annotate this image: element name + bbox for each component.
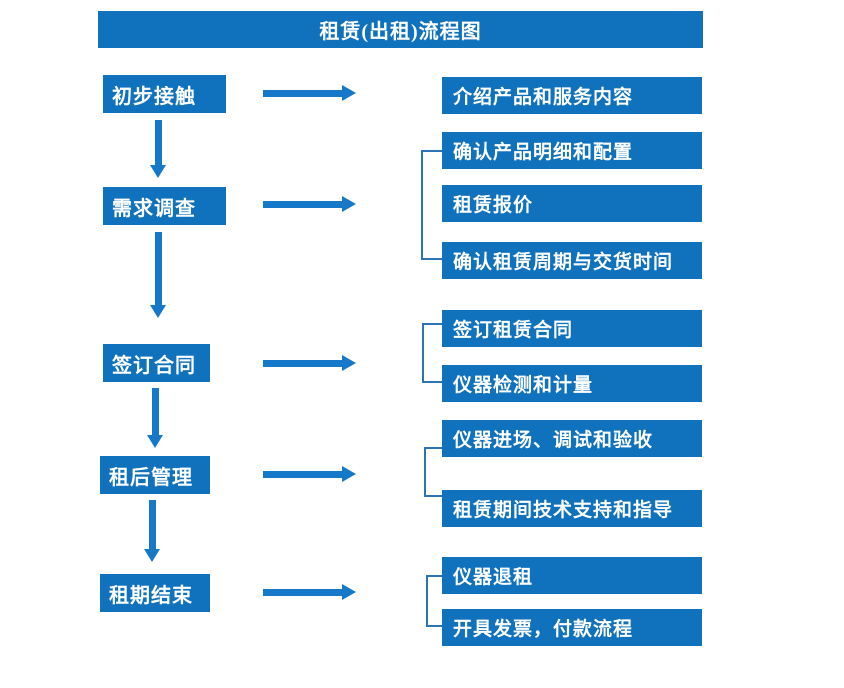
right-arrow-2	[263, 196, 356, 212]
detail-box-instrument-entry-acceptance: 仪器进场、调试和验收	[442, 420, 702, 457]
detail-box-instrument-return: 仪器退租	[442, 557, 702, 594]
step-box-rental-end: 租期结束	[100, 574, 210, 612]
detail-box-invoice-payment: 开具发票，付款流程	[442, 609, 702, 646]
right-arrow-5	[263, 584, 356, 600]
right-arrow-4	[263, 466, 356, 482]
right-arrow-1	[263, 85, 356, 101]
right-arrow-head-icon	[342, 196, 356, 212]
down-arrow-1	[150, 120, 166, 178]
detail-box-introduce-products: 介绍产品和服务内容	[442, 77, 702, 114]
detail-box-rental-quotation: 租赁报价	[442, 185, 702, 222]
step-box-sign-contract: 签订合同	[103, 344, 210, 382]
bracket-rental-end-group	[426, 575, 447, 627]
down-arrow-shaft	[154, 232, 162, 305]
right-arrow-shaft	[263, 89, 342, 97]
down-arrow-head-icon	[150, 165, 166, 178]
down-arrow-shaft	[154, 120, 162, 165]
down-arrow-head-icon	[147, 435, 163, 448]
down-arrow-head-icon	[144, 549, 160, 562]
detail-box-confirm-product-details: 确认产品明细和配置	[442, 132, 702, 169]
down-arrow-4	[144, 500, 160, 562]
detail-box-technical-support: 租赁期间技术支持和指导	[442, 490, 702, 527]
down-arrow-head-icon	[150, 305, 166, 318]
right-arrow-shaft	[263, 359, 342, 367]
right-arrow-3	[263, 355, 356, 371]
right-arrow-head-icon	[342, 85, 356, 101]
bracket-needs-survey-group	[421, 150, 442, 260]
step-box-initial-contact: 初步接触	[103, 75, 226, 113]
right-arrow-head-icon	[342, 584, 356, 600]
right-arrow-shaft	[263, 470, 342, 478]
step-box-needs-survey: 需求调查	[103, 187, 226, 225]
bracket-post-rental-group	[424, 447, 445, 497]
down-arrow-2	[150, 232, 166, 318]
detail-box-confirm-rental-period: 确认租赁周期与交货时间	[442, 242, 702, 279]
detail-box-instrument-testing: 仪器检测和计量	[442, 365, 702, 402]
down-arrow-3	[147, 388, 163, 448]
bracket-sign-contract-group	[422, 323, 443, 383]
right-arrow-shaft	[263, 200, 342, 208]
page-title: 租赁(出租)流程图	[98, 11, 703, 48]
right-arrow-head-icon	[342, 466, 356, 482]
down-arrow-shaft	[148, 500, 156, 549]
down-arrow-shaft	[151, 388, 159, 435]
right-arrow-shaft	[263, 588, 342, 596]
detail-box-sign-rental-contract: 签订租赁合同	[442, 310, 702, 347]
right-arrow-head-icon	[342, 355, 356, 371]
step-box-post-rental-management: 租后管理	[100, 456, 210, 494]
